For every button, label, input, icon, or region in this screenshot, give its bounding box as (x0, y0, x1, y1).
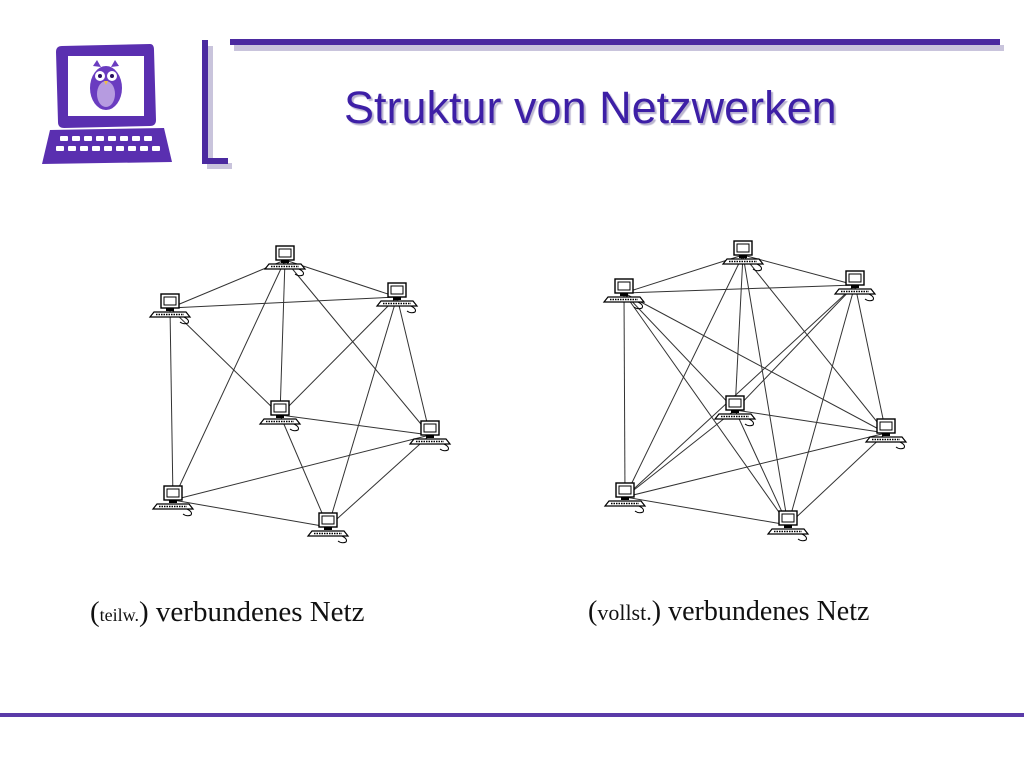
computer-icon (307, 512, 349, 544)
footer-rule (0, 713, 1024, 717)
caption-paren: ( (90, 596, 100, 628)
caption-text: verbundenes Netz (148, 596, 365, 628)
title-frame (202, 39, 1004, 169)
computer-icon (722, 240, 764, 272)
computer-icon (865, 418, 907, 450)
caption-paren: ) (139, 596, 149, 628)
computer-icon (604, 482, 646, 514)
caption-paren: ( (588, 596, 598, 627)
partial-network-diagram (149, 245, 451, 544)
caption-text: verbundenes Netz (661, 596, 870, 627)
computer-icon (259, 400, 301, 432)
computer-icon (767, 510, 809, 542)
caption-partial-network: (teilw.) verbundenes Netz (90, 596, 364, 629)
computer-icon (409, 420, 451, 452)
caption-abbreviation: teilw. (99, 605, 139, 625)
owl-computer-logo-icon (42, 44, 172, 164)
full-network-diagram (603, 240, 907, 542)
caption-full-network: (vollst.) verbundenes Netz (588, 596, 869, 628)
caption-abbreviation: vollst. (597, 600, 652, 625)
slide-title: Struktur von Netzwerken (344, 82, 837, 133)
caption-paren: ) (651, 596, 662, 627)
computer-icon (152, 485, 194, 517)
